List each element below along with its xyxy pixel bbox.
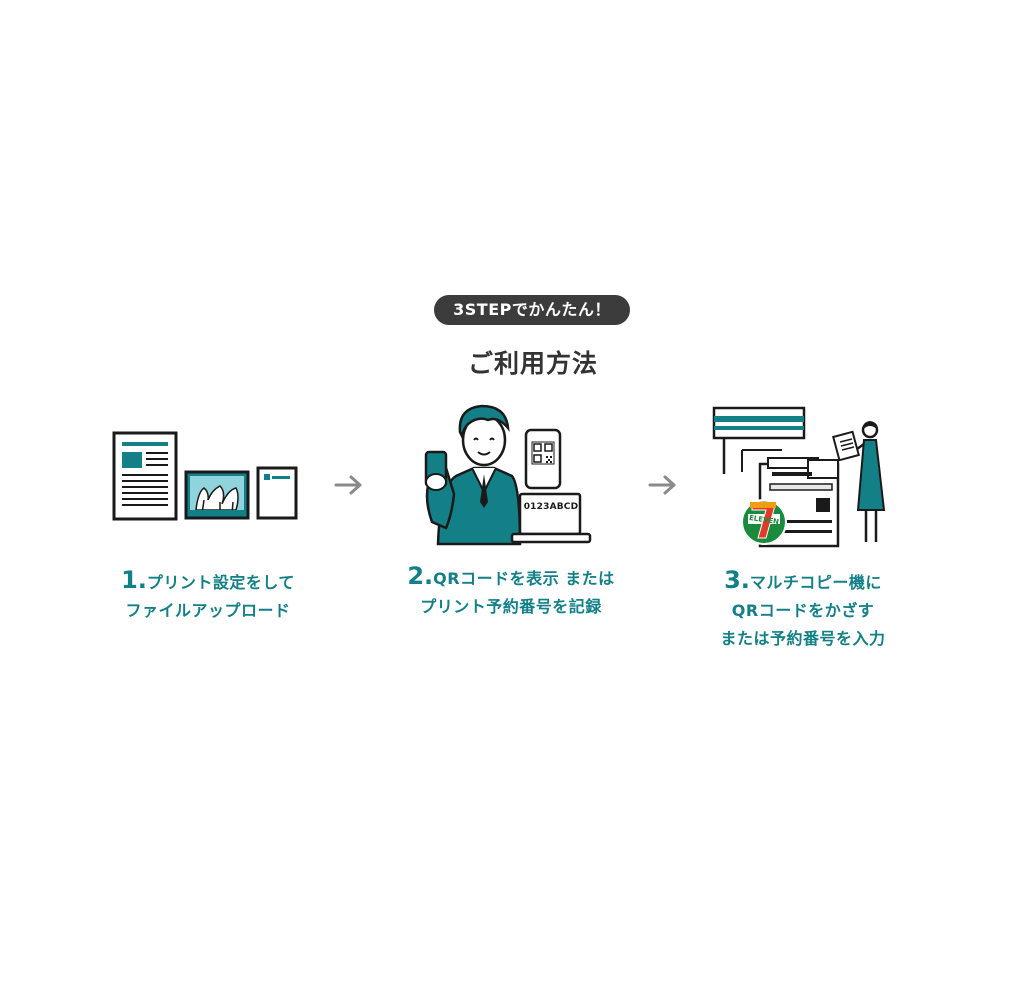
step-2-number: 2. xyxy=(407,562,434,590)
step-3-label: 3.マルチコピー機に QRコードをかざす または予約番号を入力 xyxy=(690,566,916,653)
step-3-number: 3. xyxy=(724,566,750,594)
convenience-store-icon xyxy=(712,406,886,548)
document-photo-icon xyxy=(112,431,298,521)
arrow-right-icon xyxy=(334,475,362,495)
step-3-line-3: または予約番号を入力 xyxy=(720,629,886,648)
step-3-line-2: QRコードをかざす xyxy=(731,601,875,620)
step-badge: 3STEPでかんたん！ xyxy=(434,295,630,325)
step-2-line-1: QRコードを表示 または xyxy=(433,569,615,588)
step-1-number: 1. xyxy=(121,566,147,594)
step-3-line-1: マルチコピー機に xyxy=(749,573,882,592)
step-1-line-2: ファイルアップロード xyxy=(125,601,291,620)
step-2-line-2: プリント予約番号を記録 xyxy=(420,597,602,616)
person-smartphone-icon xyxy=(424,404,592,546)
arrow-right-icon xyxy=(648,475,676,495)
laptop-code: 0123ABCD xyxy=(523,502,579,512)
step-1-line-1: プリント設定をして xyxy=(146,573,295,592)
step-1-label: 1.プリント設定をして ファイルアップロード xyxy=(90,566,326,625)
step-2-label: 2.QRコードを表示 または プリント予約番号を記録 xyxy=(382,562,640,621)
section-title: ご利用方法 xyxy=(467,349,598,378)
